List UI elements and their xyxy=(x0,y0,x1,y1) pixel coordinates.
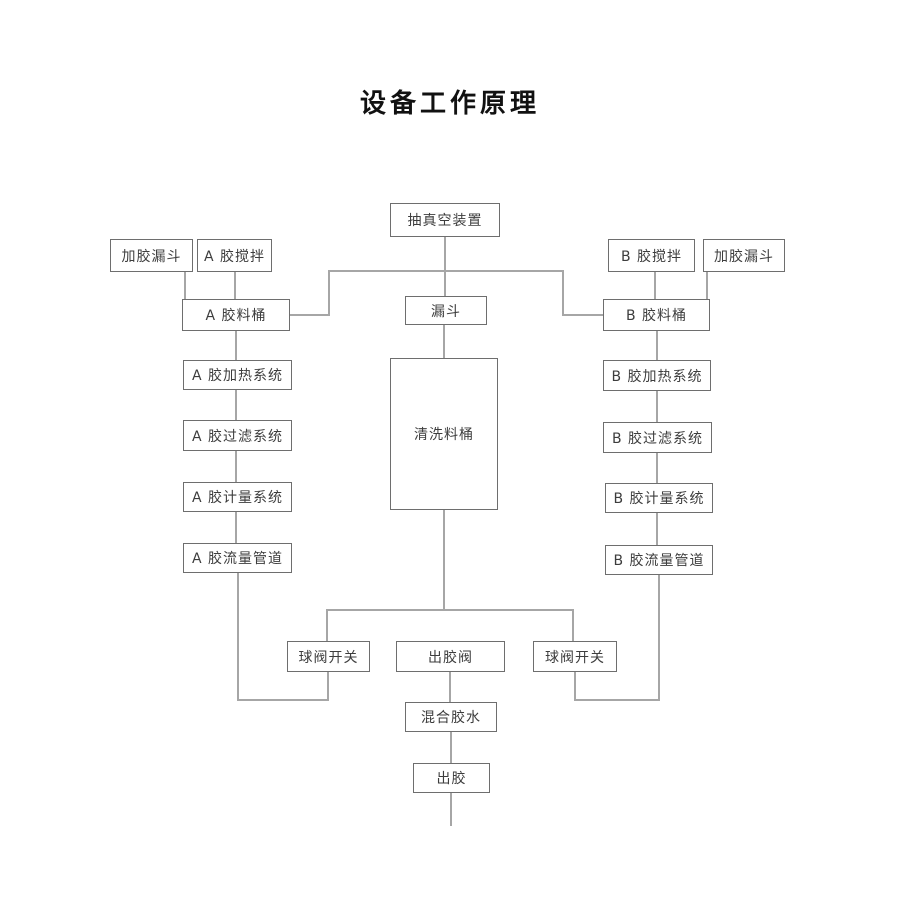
flow-node-glue-outlet-valve: 出胶阀 xyxy=(396,641,505,672)
flow-node-vacuum-device: 抽真空装置 xyxy=(390,203,500,237)
connector-line xyxy=(656,452,658,484)
connector-line xyxy=(574,671,576,701)
connector-line xyxy=(443,509,445,611)
connector-line xyxy=(444,236,446,298)
flow-node-glue-funnel-left: 加胶漏斗 xyxy=(110,239,193,272)
connector-line xyxy=(562,314,604,316)
flow-node-b-heating-system: B 胶加热系统 xyxy=(603,360,711,391)
flow-node-label: B 胶搅拌 xyxy=(620,248,683,265)
flow-node-glue-funnel-right: 加胶漏斗 xyxy=(703,239,785,272)
flow-node-label: 抽真空装置 xyxy=(407,213,483,229)
connector-line xyxy=(450,792,452,826)
connector-line xyxy=(235,389,237,421)
flow-node-label: B 胶计量系统 xyxy=(613,491,705,507)
flow-node-glue-out: 出胶 xyxy=(413,763,490,793)
flow-node-b-filter-system: B 胶过滤系统 xyxy=(603,422,712,453)
flow-node-label: A 胶计量系统 xyxy=(191,490,284,506)
flow-node-label: A 胶搅拌 xyxy=(203,248,266,265)
flow-node-label: A 胶加热系统 xyxy=(191,368,284,384)
connector-line xyxy=(562,270,564,316)
connector-line xyxy=(237,572,239,701)
flow-node-a-filter-system: A 胶过滤系统 xyxy=(183,420,292,451)
connector-line xyxy=(572,609,574,642)
flow-node-label: A 胶流量管道 xyxy=(191,551,284,567)
connector-line xyxy=(656,512,658,546)
connector-line xyxy=(235,511,237,544)
connector-line xyxy=(326,609,328,642)
flow-node-label: A 胶料桶 xyxy=(205,308,267,324)
flow-node-ball-valve-left: 球阀开关 xyxy=(287,641,370,672)
flow-node-label: 加胶漏斗 xyxy=(714,248,774,265)
connector-line xyxy=(450,731,452,764)
flow-node-label: 球阀开关 xyxy=(298,649,359,666)
flow-node-label: 加胶漏斗 xyxy=(121,248,182,265)
flow-node-a-metering-system: A 胶计量系统 xyxy=(183,482,292,512)
flow-node-label: 漏斗 xyxy=(431,303,461,320)
connector-line xyxy=(656,330,658,361)
flow-node-label: 清洗料桶 xyxy=(414,427,474,443)
flow-node-label: A 胶过滤系统 xyxy=(191,428,284,445)
connector-line xyxy=(574,699,660,701)
flow-node-ball-valve-right: 球阀开关 xyxy=(533,641,617,672)
connector-line xyxy=(237,699,329,701)
flow-node-b-glue-barrel: B 胶料桶 xyxy=(603,299,710,331)
connector-line xyxy=(184,271,186,300)
flow-node-hopper: 漏斗 xyxy=(405,296,487,325)
connector-line xyxy=(326,609,574,611)
flow-node-label: 混合胶水 xyxy=(421,710,481,726)
flow-node-mixed-glue: 混合胶水 xyxy=(405,702,497,732)
flow-node-label: B 胶流量管道 xyxy=(613,553,705,569)
flow-node-b-glue-stir: B 胶搅拌 xyxy=(608,239,695,272)
connector-line xyxy=(234,271,236,300)
connector-line xyxy=(654,271,656,300)
connector-line xyxy=(289,314,330,316)
connector-line xyxy=(235,450,237,483)
flow-node-b-metering-system: B 胶计量系统 xyxy=(605,483,713,513)
connector-line xyxy=(328,270,330,316)
flow-node-a-glue-stir: A 胶搅拌 xyxy=(197,239,272,272)
flow-node-label: B 胶料桶 xyxy=(625,308,688,324)
connector-line xyxy=(443,324,445,359)
connector-line xyxy=(706,271,708,300)
flow-node-label: 出胶阀 xyxy=(428,649,473,666)
flow-node-label: B 胶加热系统 xyxy=(611,368,703,385)
flow-node-cleaning-barrel: 清洗料桶 xyxy=(390,358,498,510)
page-title: 设备工作原理 xyxy=(359,89,540,119)
connector-line xyxy=(449,671,451,703)
connector-line xyxy=(656,390,658,423)
flow-node-label: 出胶 xyxy=(436,771,467,787)
flow-node-label: B 胶过滤系统 xyxy=(611,430,704,447)
connector-line xyxy=(658,574,660,701)
connector-line xyxy=(327,671,329,701)
flow-node-b-flow-pipe: B 胶流量管道 xyxy=(605,545,713,575)
flow-node-a-glue-barrel: A 胶料桶 xyxy=(182,299,290,331)
flow-node-label: 球阀开关 xyxy=(545,649,605,666)
connector-line xyxy=(235,330,237,361)
connector-line xyxy=(328,270,564,272)
flow-node-a-flow-pipe: A 胶流量管道 xyxy=(183,543,292,573)
flow-node-a-heating-system: A 胶加热系统 xyxy=(183,360,292,390)
